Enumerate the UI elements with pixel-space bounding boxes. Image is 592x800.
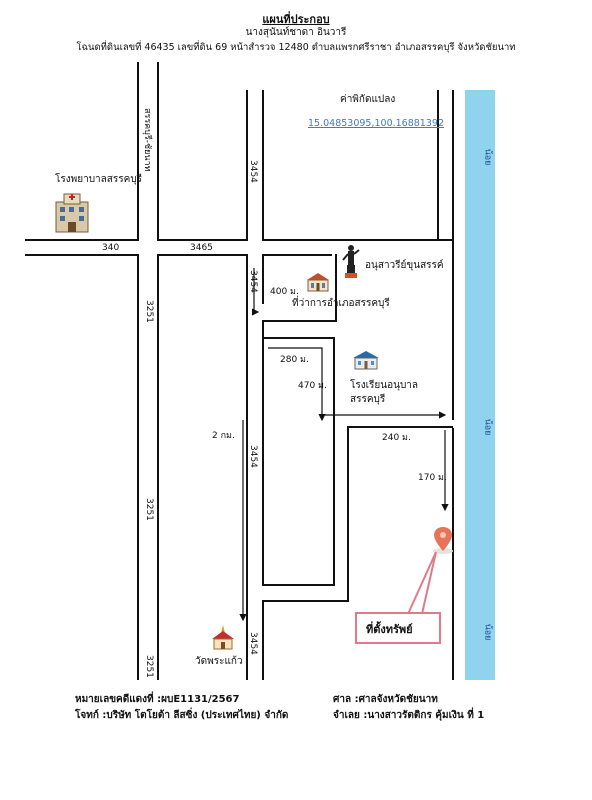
road-line: [262, 254, 264, 304]
road-line: [262, 320, 337, 322]
plaintiff: โจทก์ :บริษัท โตโยต้า ลีสซิ่ง (ประเทศไทย…: [75, 710, 289, 721]
road-line: [157, 62, 159, 240]
road-label-340: 340: [102, 243, 120, 253]
district-office-icon: [307, 273, 329, 292]
case-number: หมายเลขคดีแดงที่ :ผบE1131/2567: [75, 694, 240, 705]
road-label-3454: 3454: [248, 270, 258, 293]
road-line: [333, 337, 335, 585]
distance-240: 240 ม.: [382, 433, 411, 443]
road-label-3454: 3454: [248, 445, 258, 468]
distance-2km: 2 กม.: [212, 431, 235, 441]
road-line: [262, 584, 335, 586]
distance-470: 470 ม.: [298, 381, 327, 391]
road-line: [25, 254, 139, 256]
coords-label: ค่าพิกัดแปลง: [340, 94, 396, 105]
deed-info: โฉนดที่ดินเลขที่ 46435 เลขที่ดิน 69 หน้า…: [76, 42, 516, 53]
road-line: [262, 600, 264, 680]
district-office-label: ที่ว่าการอำเภอสรรคบุรี: [292, 298, 390, 309]
monument-icon: [342, 245, 360, 278]
road-label-3454: 3454: [248, 160, 258, 183]
road-line: [452, 428, 454, 680]
owner-name: นางสุนันท์ชาดา อินวารี: [245, 27, 347, 38]
road-line: [157, 254, 248, 256]
road-line: [437, 90, 439, 240]
road-line: [157, 255, 159, 680]
road-label-3251: 3251: [144, 300, 154, 323]
distance-400: 400 ม.: [270, 287, 299, 297]
road-line: [246, 254, 248, 680]
distance-170: 170 ม.: [418, 473, 447, 483]
property-callout: [355, 612, 441, 644]
school-label-line2: สรรคบุรี: [350, 394, 386, 405]
river: [465, 90, 495, 680]
road-line: [262, 254, 332, 256]
hospital-icon: [55, 193, 89, 233]
road-line: [262, 337, 335, 339]
school-icon: [353, 351, 379, 370]
property-label: ที่ตั้งทรัพย์: [366, 623, 413, 636]
road-line: [137, 255, 139, 680]
monument-label: อนุสาวรีย์ขุนสรรค์: [365, 260, 444, 271]
road-line: [137, 62, 139, 240]
location-pin-icon: [433, 527, 453, 554]
road-line: [262, 90, 264, 240]
distance-280: 280 ม.: [280, 355, 309, 365]
temple-label: วัดพระแก้ว: [195, 656, 243, 667]
road-label-3251: 3251: [144, 498, 154, 521]
temple-icon: [212, 625, 234, 650]
road-line: [262, 320, 264, 585]
coords-link[interactable]: 15.04853095,100.16881392: [308, 118, 444, 129]
callout-pointer: [407, 551, 437, 615]
road-label-3454: 3454: [248, 632, 258, 655]
road-line: [262, 600, 349, 602]
road-line: [246, 90, 248, 240]
road-line: [157, 239, 248, 241]
hospital-label: โรงพยาบาลสรรคบุรี: [55, 174, 143, 185]
road-label-3251: 3251: [144, 655, 154, 678]
defendant: จำเลย :นางสาวรัตติกร คุ้มเงิน ที่ 1: [333, 710, 485, 721]
map-title: แผนที่ประกอบ: [262, 13, 330, 26]
road-label-main: สรรคบุรี-ชัยนาท: [142, 108, 152, 172]
road-line: [347, 426, 349, 602]
road-line: [262, 239, 452, 241]
road-line: [335, 254, 337, 322]
road-label-3465: 3465: [190, 243, 213, 253]
court: ศาล :ศาลจังหวัดชัยนาท: [333, 694, 438, 705]
road-line: [347, 426, 453, 428]
road-line: [25, 239, 139, 241]
road-line: [452, 90, 454, 420]
school-label-line1: โรงเรียนอนุบาล: [350, 380, 419, 391]
